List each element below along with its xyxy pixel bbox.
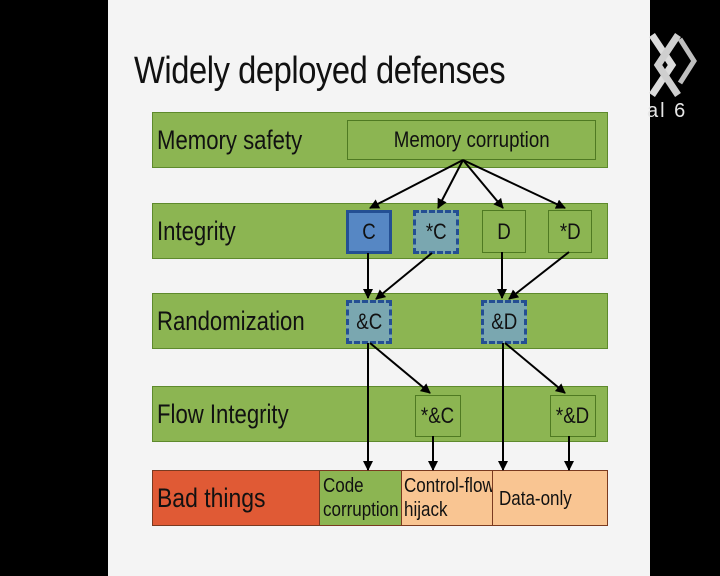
data-box: D	[482, 210, 526, 253]
data-pointer-box-text: *D	[559, 218, 581, 244]
arrow-mc-to-d	[462, 159, 504, 209]
randomization-label: Randomization	[157, 306, 305, 336]
integrity-label: Integrity	[157, 216, 236, 246]
arrow-pd-to-ad	[508, 251, 570, 300]
memory-safety-row: Memory safety Memory corruption	[152, 112, 608, 168]
code-box: C	[346, 210, 392, 254]
code-address-box: &C	[346, 300, 392, 344]
arrow-mc-to-pd	[462, 159, 566, 209]
data-only-cell: Data-only	[492, 471, 607, 525]
data-box-text: D	[497, 218, 511, 244]
randomization-row: Randomization &C &D	[152, 293, 608, 349]
flow-integrity-label: Flow Integrity	[157, 399, 289, 429]
arrow-mc-to-pc	[437, 159, 464, 209]
conference-logo-icon	[649, 33, 697, 97]
logo-text: al 6	[647, 100, 688, 122]
code-address-box-text: &C	[356, 309, 382, 334]
bad-things-label-cell: Bad things	[153, 471, 319, 525]
code-address-pointer-box: *&C	[415, 395, 461, 437]
bad-things-label: Bad things	[157, 483, 266, 513]
code-box-text: C	[362, 219, 376, 244]
data-address-box: &D	[481, 300, 527, 344]
slide: Widely deployed defenses Memory safety M…	[108, 0, 650, 576]
memory-safety-label: Memory safety	[157, 125, 303, 155]
code-pointer-box-text: *C	[425, 219, 447, 244]
slide-title: Widely deployed defenses	[134, 50, 506, 92]
memory-corruption-box: Memory corruption	[347, 120, 596, 160]
code-corruption-cell: Code corruption	[319, 471, 401, 525]
control-flow-hijack-text: Control-flow hijack	[404, 475, 495, 521]
arrow-pc-to-ac	[375, 252, 433, 300]
integrity-row: Integrity C *C D *D	[152, 203, 608, 259]
code-pointer-box: *C	[413, 210, 459, 254]
data-pointer-box: *D	[548, 210, 592, 253]
control-flow-hijack-cell: Control-flow hijack	[401, 471, 495, 525]
data-only-text: Data-only	[499, 488, 572, 510]
data-address-pointer-box-text: *&D	[556, 403, 590, 428]
arrow-mc-to-c	[369, 159, 464, 209]
code-corruption-text: Code corruption	[323, 475, 399, 521]
flow-integrity-row: Flow Integrity *&C *&D	[152, 386, 608, 442]
dependency-arrows	[363, 159, 574, 471]
code-address-pointer-box-text: *&C	[421, 403, 455, 428]
arrow-ad-to-pad	[504, 342, 566, 394]
arrow-ac-to-pac	[369, 342, 431, 394]
data-address-box-text: &D	[491, 309, 517, 334]
memory-corruption-text: Memory corruption	[393, 127, 550, 152]
data-address-pointer-box: *&D	[550, 395, 596, 437]
bad-things-row: Bad things Code corruption Control-flow …	[152, 470, 608, 526]
